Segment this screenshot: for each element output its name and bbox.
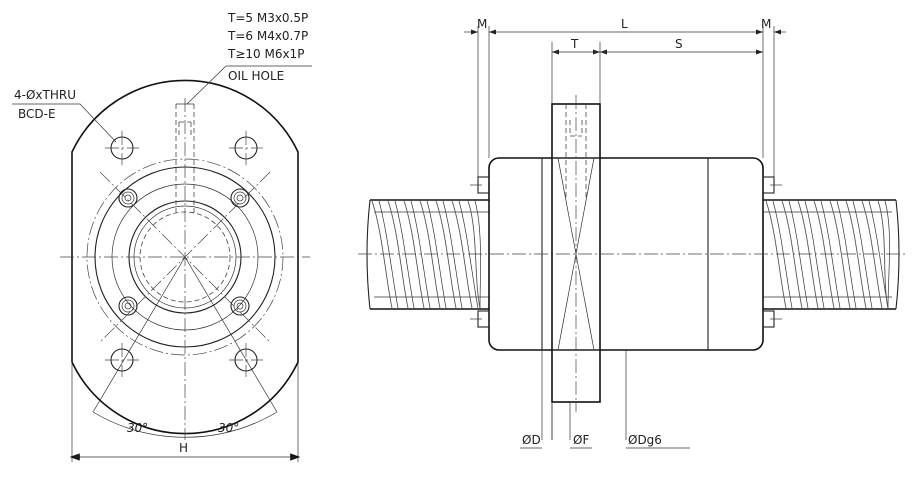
thread-line (403, 200, 425, 309)
angle-label-left: 30° (127, 421, 148, 435)
thread-line (861, 200, 883, 309)
front-view: T=5 M3x0.5P T=6 M4x0.7P T≥10 M6x1P OIL H… (12, 11, 312, 462)
side-view: M L M T S ØD ØF ØDg6 (358, 17, 908, 449)
oil-hole-front (175, 103, 195, 215)
thread-line (458, 200, 479, 309)
dim-m-left: M (477, 17, 487, 31)
oil-hole-side (565, 104, 587, 200)
thread-line (435, 200, 457, 309)
dia-f-label: ØF (573, 433, 589, 447)
tap-spec-1: T=5 M3x0.5P (227, 11, 308, 25)
thread-line (772, 200, 793, 309)
thread-line (474, 200, 481, 309)
holes-label: 4-ØxTHRU (14, 88, 76, 102)
screw-shaft-right (763, 199, 900, 310)
thread-line (868, 200, 889, 309)
holes-leader (12, 103, 117, 143)
thread-line (378, 200, 399, 309)
tap-spec-3: T≥10 M6x1P (227, 47, 304, 61)
thread-line (829, 200, 851, 309)
oil-hole-leader (186, 65, 312, 105)
thread-line (387, 200, 409, 309)
h-dimension-label: H (179, 441, 188, 455)
dimension-lines (464, 29, 786, 55)
dim-m-right: M (761, 17, 771, 31)
dim-t: T (570, 37, 579, 51)
end-bolts (470, 176, 782, 328)
thread-line (836, 200, 857, 309)
thread-line (877, 200, 889, 309)
thread-line (820, 200, 841, 309)
dim-s: S (675, 37, 683, 51)
thread-line (371, 200, 393, 309)
angle-dimension-arc (92, 411, 278, 438)
thread-line (813, 200, 835, 309)
thread-line (467, 200, 481, 309)
thread-line (426, 200, 447, 309)
extension-lines (477, 26, 775, 440)
thread-line (451, 200, 473, 309)
thread-line (797, 200, 819, 309)
thread-line (845, 200, 867, 309)
thread-line (442, 200, 463, 309)
thread-line (765, 200, 787, 309)
oil-hole-label: OIL HOLE (228, 69, 284, 83)
thread-line (884, 200, 890, 309)
bcd-label: BCD-E (18, 107, 56, 121)
thread-line (804, 200, 825, 309)
thread-line (410, 200, 431, 309)
dim-l: L (621, 17, 628, 31)
thread-line (788, 200, 809, 309)
angle-label-right: 30° (218, 421, 239, 435)
dia-dg6-label: ØDg6 (628, 433, 662, 447)
screw-plugs (118, 188, 250, 316)
tap-spec-2: T=6 M4x0.7P (227, 29, 308, 43)
thread-line (394, 200, 415, 309)
diameter-leaders (520, 404, 690, 449)
screw-shaft-left (366, 199, 489, 310)
thread-line (852, 200, 873, 309)
thread-line (419, 200, 441, 309)
dia-d-label: ØD (522, 433, 541, 447)
thread-line (781, 200, 803, 309)
